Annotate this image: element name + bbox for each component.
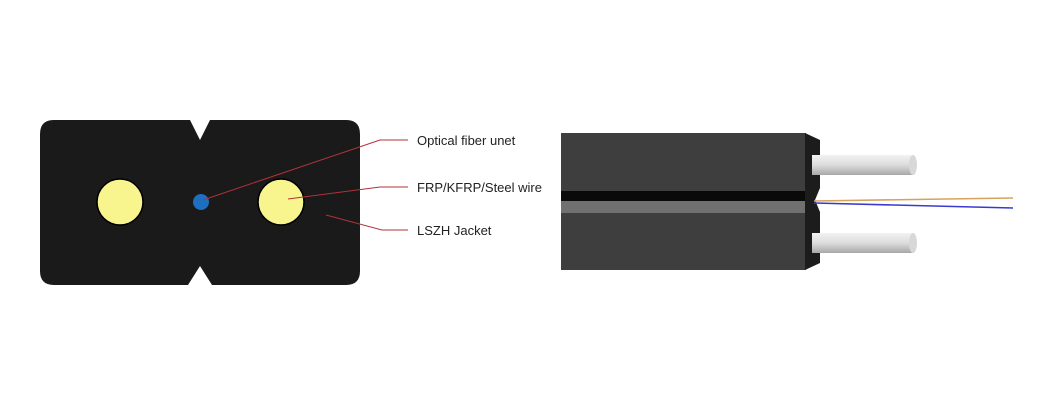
side-body-bottom	[561, 213, 806, 270]
label-optical-fiber: Optical fiber unet	[417, 133, 516, 148]
label-strength-member: FRP/KFRP/Steel wire	[417, 180, 542, 195]
strength-member-left	[96, 178, 144, 226]
fiber-blue	[813, 202, 1014, 209]
side-groove-dark	[561, 191, 806, 201]
rod-top	[812, 155, 917, 175]
fiber-orange	[813, 197, 1014, 202]
strength-member-right	[257, 178, 305, 226]
leader-line-jacket	[325, 214, 408, 231]
leader-line-strength	[287, 186, 408, 200]
optical-fiber	[193, 194, 209, 210]
leader-lines	[202, 139, 408, 231]
leader-line-fiber	[202, 139, 408, 201]
side-body-top	[561, 133, 806, 191]
rod-bottom	[812, 233, 917, 253]
label-jacket: LSZH Jacket	[417, 223, 492, 238]
side-view	[561, 133, 1014, 270]
cross-section	[40, 120, 360, 285]
side-groove-light	[561, 201, 806, 213]
